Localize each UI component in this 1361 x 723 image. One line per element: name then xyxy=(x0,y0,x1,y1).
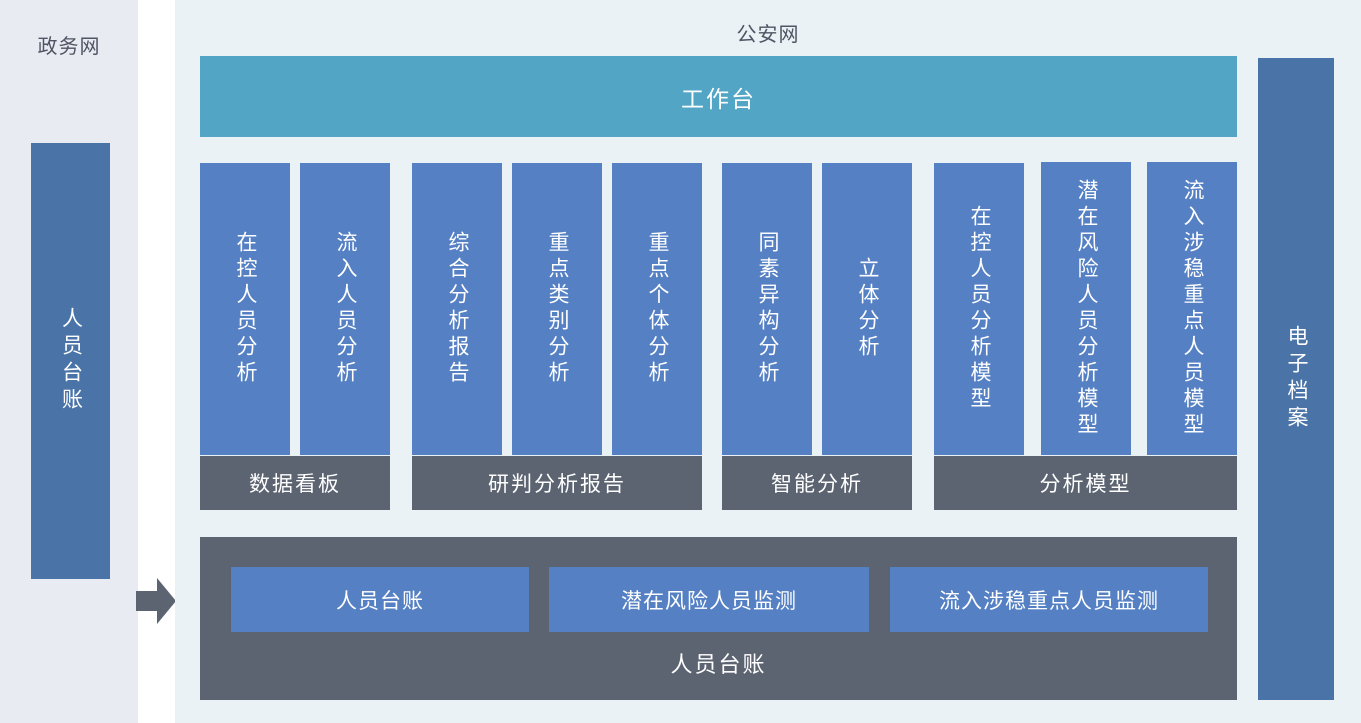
bottom-box-renyuan-taizhang[interactable]: 人员台账 xyxy=(231,567,529,632)
card-zonghe-fenxi-baogao[interactable]: 综合分析报告 xyxy=(412,163,502,455)
card-label: 在控人员分析模型 xyxy=(968,205,992,413)
card-label: 流入涉稳重点人员模型 xyxy=(1181,178,1205,439)
card-label: 综合分析报告 xyxy=(446,231,470,387)
government-network-title: 政务网 xyxy=(37,36,101,58)
group-judgment-analysis-report: 综合分析报告 重点类别分析 重点个体分析 研判分析报告 xyxy=(412,163,702,510)
arrow-right-icon xyxy=(136,578,176,624)
group-footer-label: 数据看板 xyxy=(249,473,341,496)
group-cards: 综合分析报告 重点类别分析 重点个体分析 xyxy=(412,163,702,455)
card-zaikong-renyuan-fenxi-moxing[interactable]: 在控人员分析模型 xyxy=(934,163,1024,455)
group-cards: 同素异构分析 立体分析 xyxy=(722,163,912,455)
card-liti-fenxi[interactable]: 立体分析 xyxy=(822,163,912,455)
card-label: 重点类别分析 xyxy=(546,231,570,387)
card-qianzai-fengxian-renyuan-fenxi-moxing[interactable]: 潜在风险人员分析模型 xyxy=(1041,162,1131,455)
group-footer-intelligent-analysis[interactable]: 智能分析 xyxy=(722,456,912,510)
electronic-archive-bar[interactable]: 电子档案 xyxy=(1258,58,1334,700)
card-liuru-shewen-zhongdian-renyuan-moxing[interactable]: 流入涉稳重点人员模型 xyxy=(1147,162,1237,455)
personnel-ledger-caption: 人员台账 xyxy=(670,652,767,677)
card-label: 流入人员分析 xyxy=(334,231,358,387)
group-cards: 在控人员分析模型 潜在风险人员分析模型 流入涉稳重点人员模型 xyxy=(934,162,1237,455)
group-analysis-model: 在控人员分析模型 潜在风险人员分析模型 流入涉稳重点人员模型 分析模型 xyxy=(934,162,1237,510)
card-label: 同素异构分析 xyxy=(756,231,780,387)
workbench-label: 工作台 xyxy=(681,85,756,112)
bottom-box-liuru-shewen-zhongdian-renyuan-jiance[interactable]: 流入涉稳重点人员监测 xyxy=(890,567,1208,632)
card-label: 立体分析 xyxy=(856,257,880,361)
bottom-box-qianzai-fengxian-renyuan-jiance[interactable]: 潜在风险人员监测 xyxy=(549,567,869,632)
card-zhongdian-leibie-fenxi[interactable]: 重点类别分析 xyxy=(512,163,602,455)
bottom-box-label: 潜在风险人员监测 xyxy=(621,589,797,613)
group-footer-data-dashboard[interactable]: 数据看板 xyxy=(200,456,390,510)
group-intelligent-analysis: 同素异构分析 立体分析 智能分析 xyxy=(722,163,912,510)
group-footer-label: 智能分析 xyxy=(771,473,863,496)
group-footer-label: 研判分析报告 xyxy=(488,473,626,496)
workbench-bar[interactable]: 工作台 xyxy=(200,56,1237,137)
card-zhongdian-geti-fenxi[interactable]: 重点个体分析 xyxy=(612,163,702,455)
electronic-archive-label: 电子档案 xyxy=(1285,325,1309,433)
public-security-network-title: 公安网 xyxy=(736,24,800,46)
personnel-ledger-panel: 人员台账 潜在风险人员监测 流入涉稳重点人员监测 人员台账 xyxy=(200,537,1237,700)
personnel-ledger-source-bar[interactable]: 人员台账 xyxy=(31,143,110,579)
card-label: 重点个体分析 xyxy=(646,231,670,387)
card-liuru-renyuan-fenxi[interactable]: 流入人员分析 xyxy=(300,163,390,455)
card-label: 在控人员分析 xyxy=(234,231,258,387)
card-zaikong-renyuan-fenxi[interactable]: 在控人员分析 xyxy=(200,163,290,455)
government-network-panel: 政务网 人员台账 xyxy=(0,0,138,723)
personnel-ledger-source-label: 人员台账 xyxy=(59,307,83,415)
group-footer-analysis-model[interactable]: 分析模型 xyxy=(934,456,1237,510)
group-footer-label: 分析模型 xyxy=(1039,473,1132,496)
bottom-box-label: 流入涉稳重点人员监测 xyxy=(939,589,1159,613)
group-data-dashboard: 在控人员分析 流入人员分析 数据看板 xyxy=(200,163,390,510)
card-label: 潜在风险人员分析模型 xyxy=(1075,178,1099,439)
bottom-box-label: 人员台账 xyxy=(336,589,424,613)
group-footer-judgment-analysis-report[interactable]: 研判分析报告 xyxy=(412,456,702,510)
group-cards: 在控人员分析 流入人员分析 xyxy=(200,163,390,455)
card-tongsu-yigou-fenxi[interactable]: 同素异构分析 xyxy=(722,163,812,455)
